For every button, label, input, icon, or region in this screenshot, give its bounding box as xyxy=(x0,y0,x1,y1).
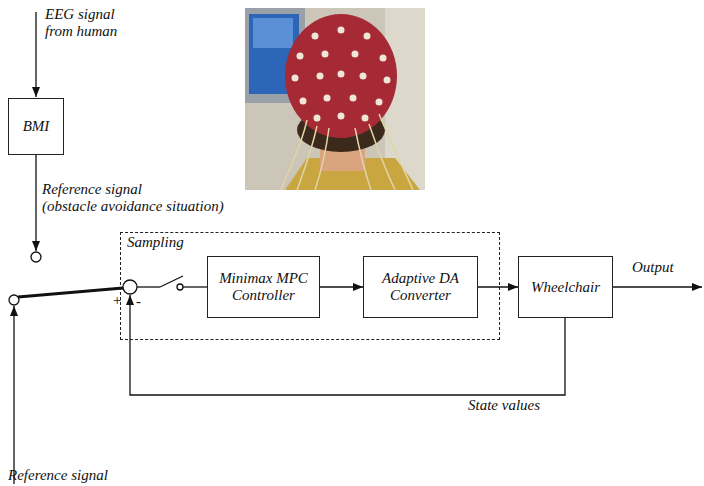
group-title: Sampling xyxy=(127,234,184,251)
electrode xyxy=(292,75,299,82)
signal-wire xyxy=(183,286,207,287)
reference-arrow xyxy=(13,306,14,484)
electrode xyxy=(376,99,383,106)
electrode xyxy=(364,33,371,40)
signal-label: EEG signal from human xyxy=(45,6,135,40)
switch-contact xyxy=(31,252,41,262)
electrode xyxy=(380,55,387,62)
wire xyxy=(281,120,307,190)
switch-contact xyxy=(9,295,19,305)
signal-arrow xyxy=(478,286,518,287)
wire xyxy=(355,128,371,190)
eeg-cap xyxy=(285,14,397,138)
electrode xyxy=(312,33,319,40)
electrode xyxy=(317,73,324,80)
node-text: Minimax MPC Controller xyxy=(214,270,314,304)
eeg-cap-photo xyxy=(245,8,425,190)
signal-label: + xyxy=(112,292,122,309)
electrode xyxy=(338,27,345,34)
wire xyxy=(379,114,413,190)
signal-label: Reference signal xyxy=(42,181,142,198)
process-box: Adaptive DA Converter xyxy=(363,256,478,318)
process-box: Minimax MPC Controller xyxy=(207,256,320,318)
electrode xyxy=(297,53,304,60)
switch-contact xyxy=(177,284,183,290)
summing-junction xyxy=(123,280,137,294)
electrode xyxy=(300,98,307,105)
photo-background xyxy=(245,8,425,190)
wire xyxy=(369,124,395,190)
process-box: Wheelchair xyxy=(518,256,613,318)
signal-label: - xyxy=(136,293,141,310)
reference-arrow xyxy=(35,155,36,251)
node-text: BMI xyxy=(23,118,50,135)
electrode xyxy=(338,71,345,78)
selector-switch xyxy=(18,288,123,297)
electrode xyxy=(314,115,321,122)
electrode xyxy=(338,113,345,120)
signal-wires xyxy=(9,12,702,484)
wire xyxy=(315,128,329,190)
electrode xyxy=(322,51,329,58)
electrode xyxy=(362,115,369,122)
signal-label: (obstacle avoidance situation) xyxy=(42,198,224,215)
electrode xyxy=(360,73,367,80)
signal-label: State values xyxy=(468,397,540,414)
electrode xyxy=(352,51,359,58)
process-box: BMI xyxy=(8,98,64,155)
signal-wire xyxy=(137,286,160,287)
output-arrow xyxy=(613,286,702,287)
sampling-region: SamplingMinimax MPC Controller Adaptive D… xyxy=(120,232,500,340)
electrode xyxy=(350,95,357,102)
electrode-wires xyxy=(281,114,413,190)
node-text: Wheelchair xyxy=(531,279,600,296)
electrode xyxy=(324,95,331,102)
monitor-window xyxy=(253,18,293,48)
electrode xyxy=(384,77,391,84)
wire xyxy=(297,126,317,190)
input-arrow xyxy=(35,12,36,97)
node-text: Adaptive DA Converter xyxy=(371,270,471,304)
signal-label: Output xyxy=(632,259,674,276)
signal-arrow xyxy=(320,286,363,287)
signal-label: Reference signal xyxy=(8,467,108,484)
electrode-dots xyxy=(292,27,391,122)
